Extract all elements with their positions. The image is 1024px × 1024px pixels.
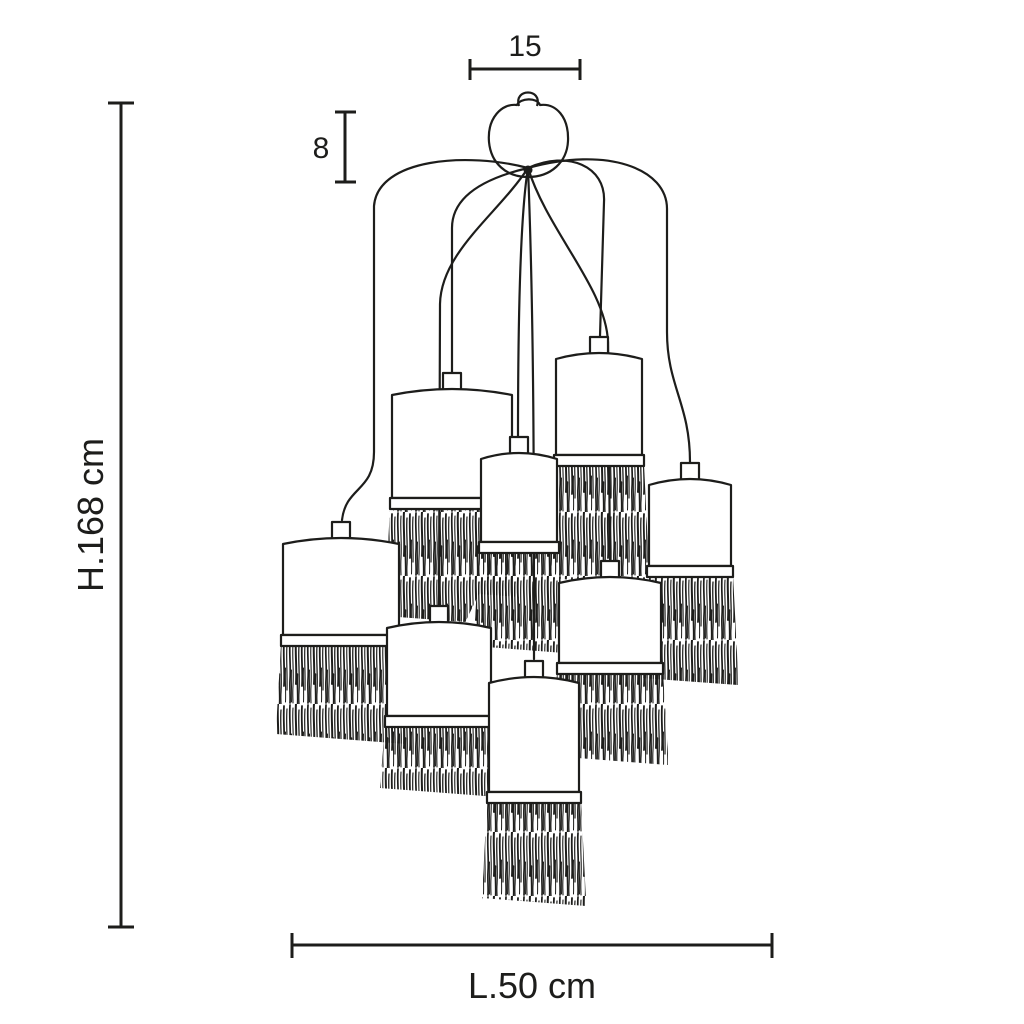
shade-fringe xyxy=(380,725,498,797)
shade-neck xyxy=(599,559,621,580)
suspension-cord xyxy=(526,159,606,338)
suspension-cord xyxy=(526,166,612,561)
canopy-hook-loop xyxy=(517,91,539,107)
dimension-overall-width-label: L.50 cm xyxy=(468,965,596,1006)
canopy-body xyxy=(487,98,570,179)
shade-neck xyxy=(679,461,701,482)
pendant-shade xyxy=(276,520,406,744)
shade-neck xyxy=(588,335,610,356)
pendant-shade xyxy=(642,461,738,685)
pendant-shade xyxy=(549,335,649,586)
shade-fringe xyxy=(482,801,586,906)
shade-fringe xyxy=(276,644,406,744)
shade-neck xyxy=(441,371,463,392)
pendant-shade xyxy=(482,659,586,906)
shade-seam-band xyxy=(279,633,403,648)
shade-seam-band xyxy=(555,661,665,676)
shade-seam-band xyxy=(485,790,583,805)
shade-seam-band xyxy=(383,714,495,729)
suspension-cord xyxy=(526,158,692,464)
shade-seam-band xyxy=(552,453,646,468)
dimension-canopy-drop: 8 xyxy=(313,110,356,184)
suspension-cord xyxy=(516,166,530,438)
shade-body xyxy=(487,675,581,794)
suspension-cord xyxy=(437,166,530,607)
pendant-shades xyxy=(276,335,738,906)
dimension-overall-height-label: H.168 cm xyxy=(70,438,111,592)
shade-neck xyxy=(330,520,352,541)
shade-seam-band xyxy=(477,540,561,555)
shade-neck xyxy=(508,435,530,456)
shade-neck xyxy=(523,659,545,680)
shade-fringe xyxy=(552,672,668,765)
shade-fringe xyxy=(549,464,649,586)
shade-body xyxy=(479,451,559,544)
canopy-hub xyxy=(523,165,533,175)
shade-body xyxy=(281,536,401,637)
pendant-shade xyxy=(474,435,564,653)
shade-fringe xyxy=(474,551,564,653)
chandelier-canopy xyxy=(487,98,570,179)
shade-neck xyxy=(428,604,450,625)
shade-fringe xyxy=(642,575,738,685)
shade-seam-band xyxy=(645,564,735,579)
dimension-overall-width: L.50 cm xyxy=(290,933,774,1006)
dimension-canopy-width: 15 xyxy=(468,30,582,80)
suspension-cords xyxy=(340,158,692,661)
shade-body xyxy=(385,620,493,718)
suspension-cord xyxy=(450,166,530,374)
dimension-canopy-width-label: 15 xyxy=(508,30,541,63)
pendant-shade xyxy=(552,559,668,765)
dimension-canopy-drop-label: 8 xyxy=(313,132,330,165)
shade-body xyxy=(557,575,663,665)
shade-body xyxy=(554,351,644,457)
dimension-overall-height: H.168 cm xyxy=(70,101,134,929)
shade-body xyxy=(647,477,733,568)
suspension-cord xyxy=(340,158,530,522)
pendant-shade xyxy=(380,604,498,797)
